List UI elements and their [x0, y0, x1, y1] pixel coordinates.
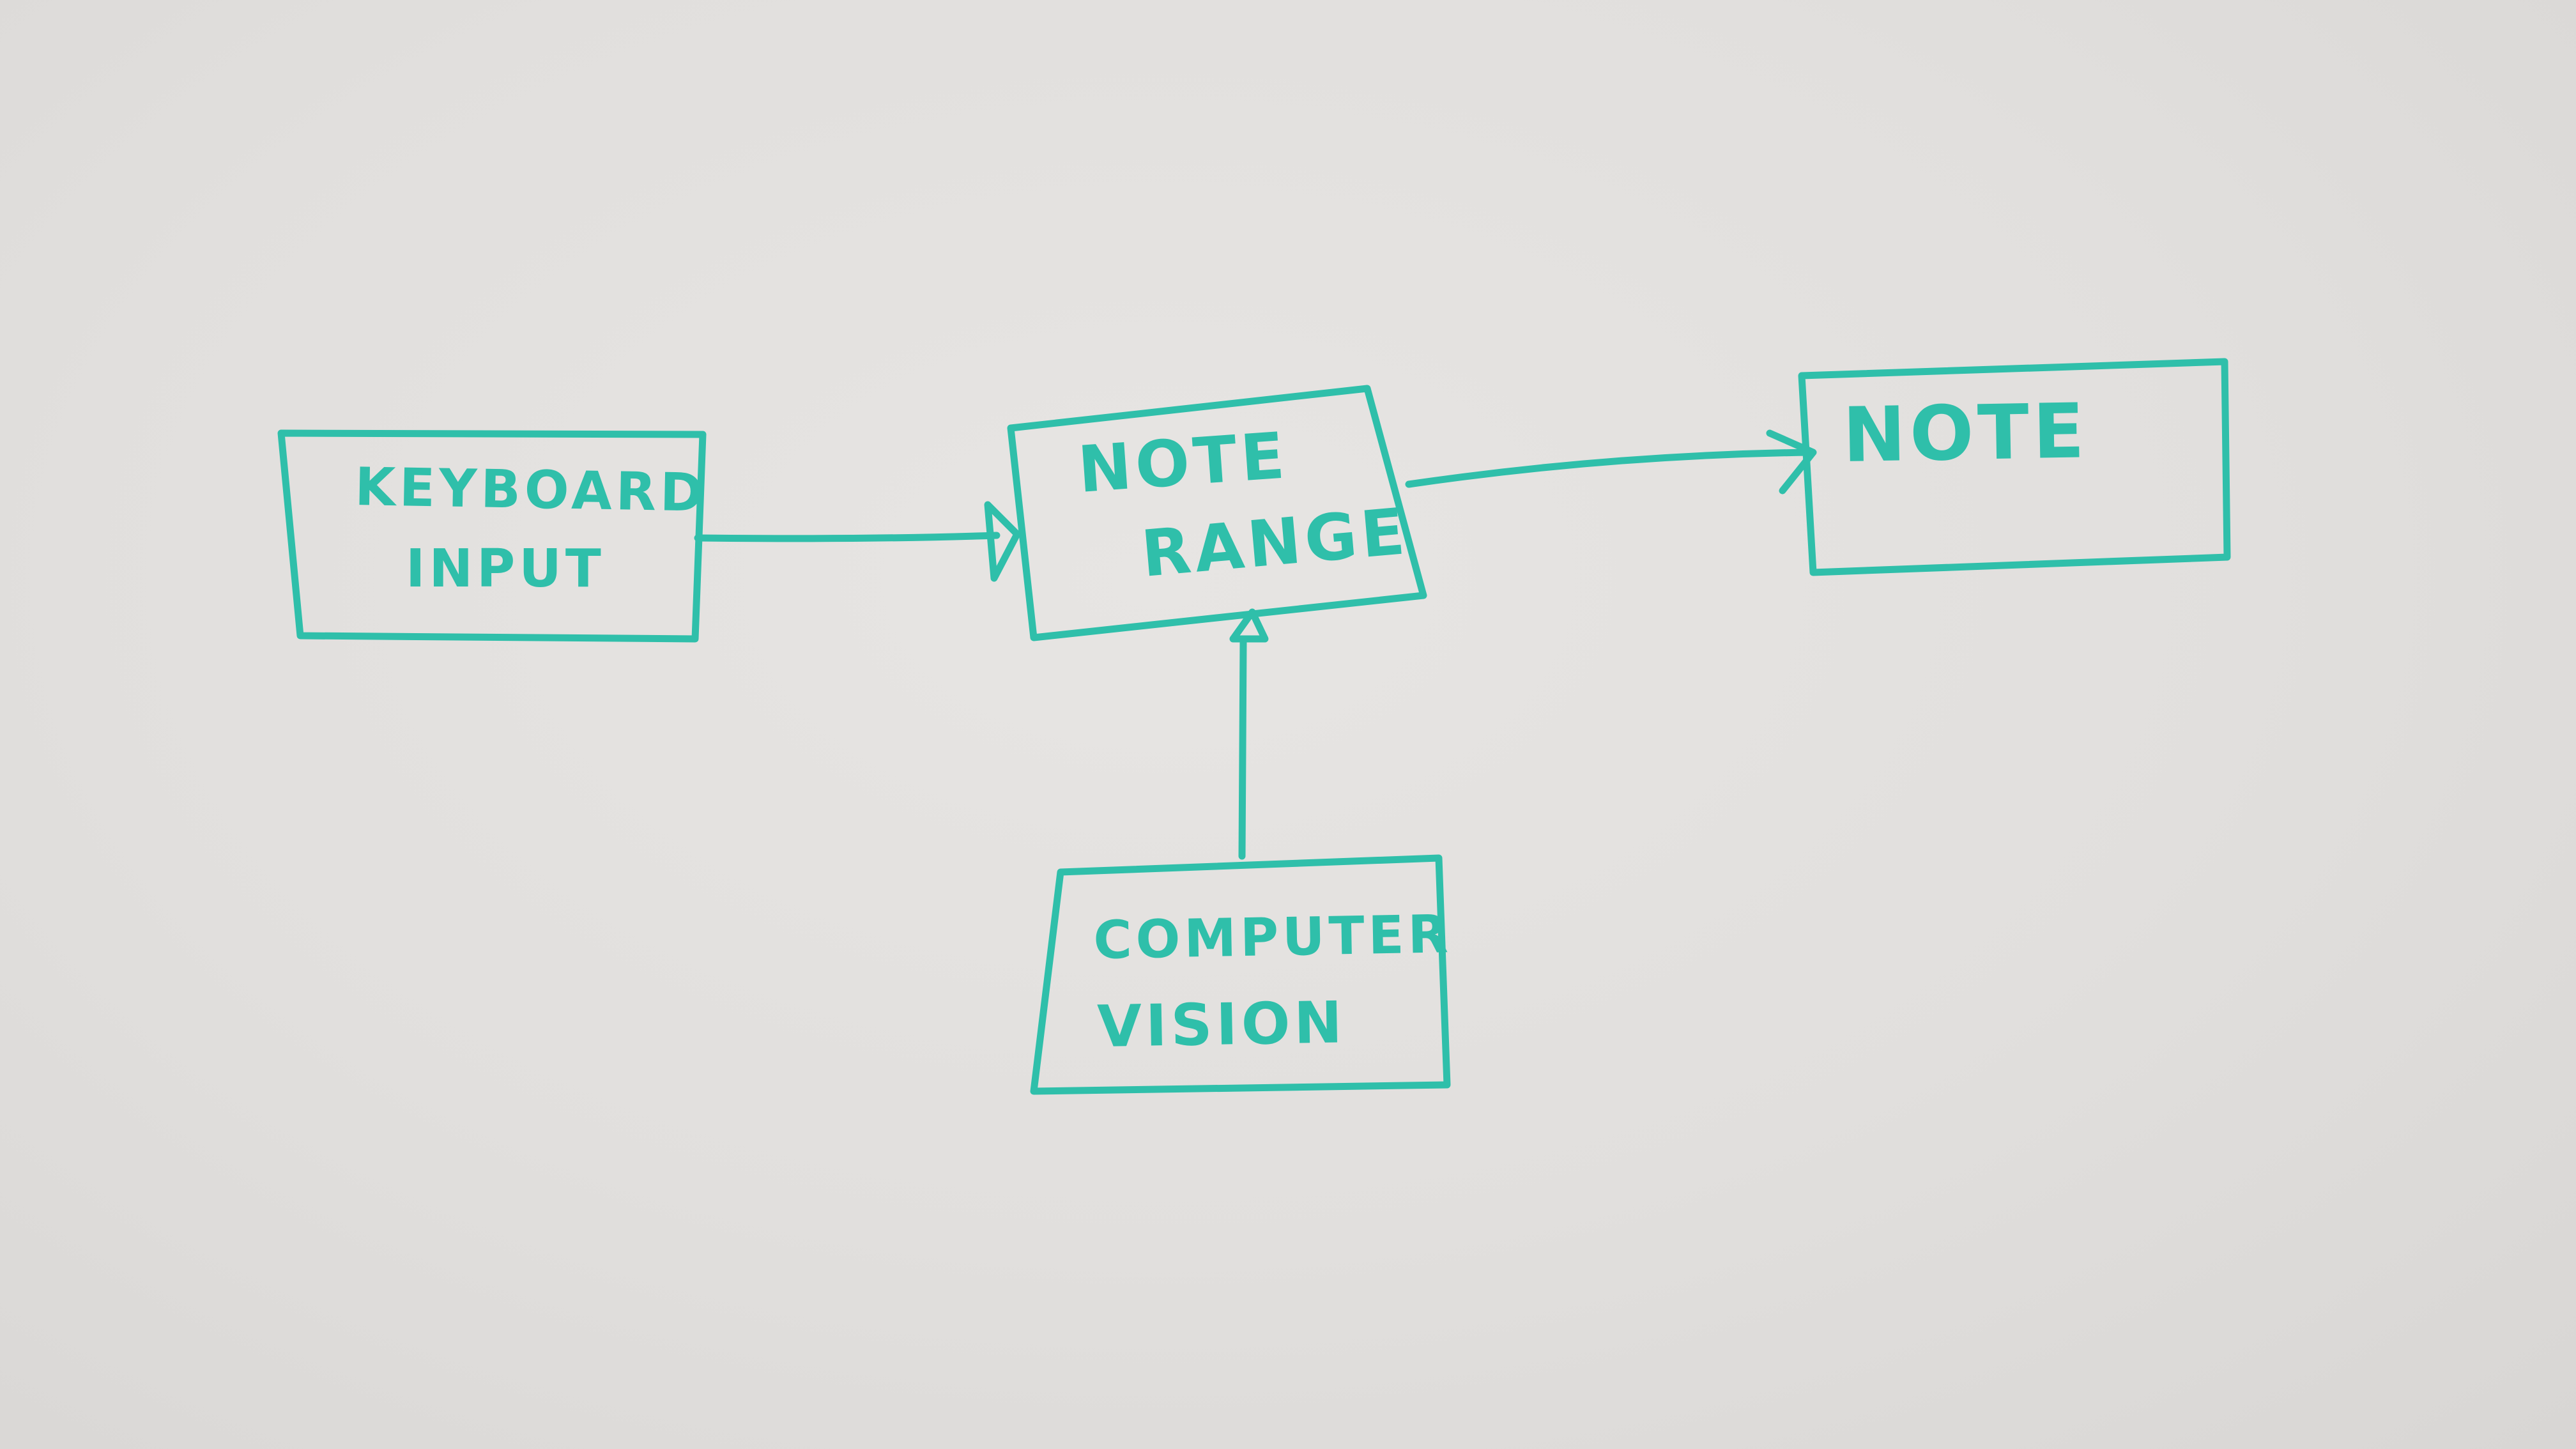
box-note [1798, 358, 2231, 576]
arrow-computer-vision-to-note-range [1229, 608, 1269, 860]
label-computer-vision-line2: VISION [1097, 989, 1347, 1061]
box-note-range [1007, 385, 1427, 641]
box-keyboard-input [277, 429, 707, 643]
label-keyboard-input-line1: KEYBOARD [355, 457, 708, 524]
hollow-triangle-arrowhead [984, 501, 1021, 582]
arrow-line [1238, 638, 1247, 860]
label-keyboard-input-line2: INPUT [406, 539, 605, 599]
hollow-triangle-arrowhead [1229, 608, 1269, 643]
arrow-keyboard-to-note-range [694, 501, 1021, 582]
label-note: NOTE [1842, 387, 2089, 479]
open-chevron-arrowhead [1766, 429, 1817, 494]
label-note-range-line1: NOTE [1076, 418, 1291, 507]
label-note-range-line2: RANGE [1138, 494, 1411, 592]
arrow-note-range-to-note [1405, 429, 1817, 494]
label-computer-vision-line1: COMPUTER [1093, 904, 1453, 971]
box-computer-vision [1030, 854, 1451, 1095]
arrow-line [1405, 448, 1815, 488]
arrow-line [694, 532, 1000, 542]
